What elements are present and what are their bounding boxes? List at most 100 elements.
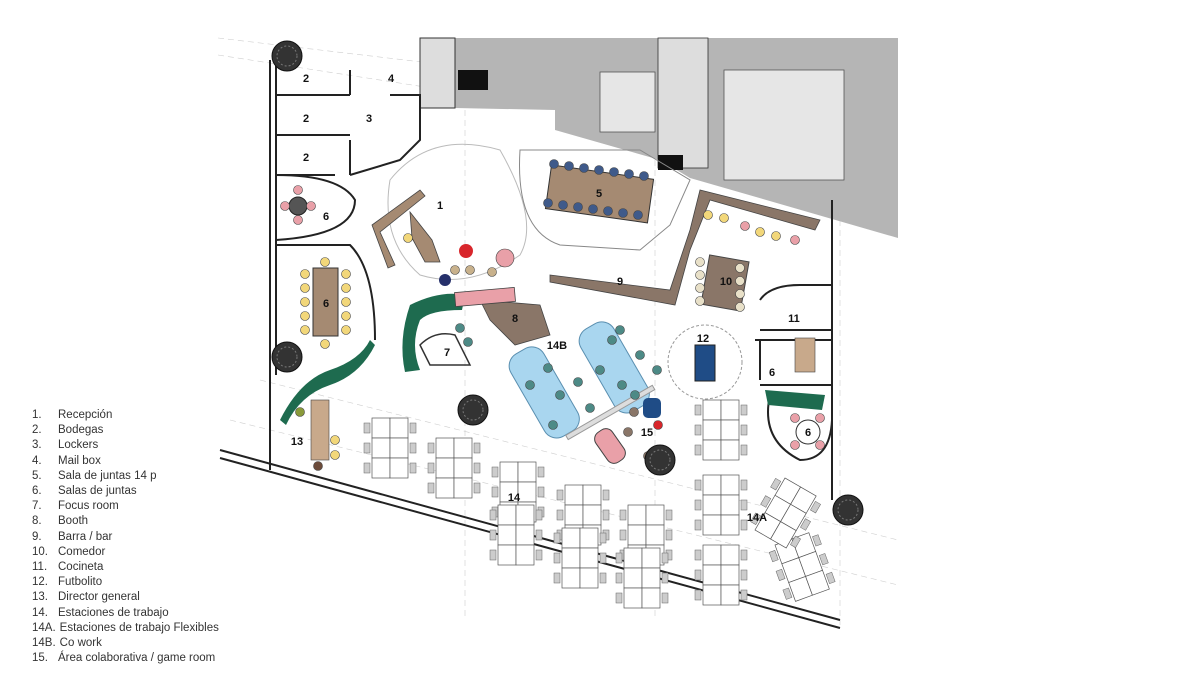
desk-chair bbox=[740, 424, 748, 436]
workstation-cluster bbox=[694, 544, 748, 606]
legend-label: Estaciones de trabajo Flexibles bbox=[59, 621, 219, 634]
game-chair bbox=[643, 398, 661, 418]
plan-label-10: 10 bbox=[720, 276, 732, 288]
legend-item: 12.Futbolito bbox=[32, 575, 219, 590]
desk-chair bbox=[770, 477, 782, 491]
chairs bbox=[280, 159, 825, 471]
desk-chair bbox=[535, 529, 543, 541]
chair bbox=[293, 185, 303, 195]
chair bbox=[300, 269, 310, 279]
chair bbox=[740, 221, 750, 231]
desk bbox=[641, 587, 661, 609]
legend-number: 5. bbox=[32, 469, 42, 482]
plan-label-9: 9 bbox=[617, 276, 623, 288]
bar-counter bbox=[549, 189, 821, 306]
workstation-cluster bbox=[750, 477, 821, 549]
chair bbox=[455, 323, 465, 333]
chair bbox=[652, 365, 662, 375]
tree-canopy bbox=[276, 346, 298, 368]
desk bbox=[702, 399, 722, 421]
chair bbox=[609, 167, 619, 177]
legend-item: 14B.Co work bbox=[32, 636, 219, 651]
chair bbox=[280, 201, 290, 211]
core-room bbox=[599, 71, 656, 133]
desk bbox=[515, 504, 535, 526]
desk bbox=[641, 547, 661, 569]
plan-label-14b: 14B bbox=[547, 340, 567, 352]
desk bbox=[623, 547, 643, 569]
desk bbox=[645, 524, 665, 546]
round-table bbox=[795, 419, 821, 445]
desk bbox=[561, 527, 581, 549]
desk-chair bbox=[409, 442, 417, 454]
legend-number: 14B. bbox=[32, 637, 56, 650]
desk bbox=[561, 547, 581, 569]
chair bbox=[585, 403, 595, 413]
pink-chair bbox=[495, 248, 515, 268]
legend-number: 2. bbox=[32, 424, 42, 437]
green-partition bbox=[765, 390, 825, 410]
chair bbox=[695, 257, 705, 267]
tree-canopy bbox=[276, 45, 298, 67]
chair bbox=[607, 335, 617, 345]
desk-chair bbox=[694, 519, 702, 531]
column bbox=[658, 155, 683, 170]
desk bbox=[453, 457, 473, 479]
chair bbox=[735, 276, 745, 286]
desk-chair bbox=[553, 552, 561, 564]
desk bbox=[435, 457, 455, 479]
chair bbox=[695, 296, 705, 306]
desk-chair bbox=[694, 549, 702, 561]
tree-icon bbox=[832, 494, 864, 526]
legend-number: 3. bbox=[32, 439, 42, 452]
desk-chair bbox=[363, 422, 371, 434]
desk-chair bbox=[363, 442, 371, 454]
legend-number: 12. bbox=[32, 576, 48, 589]
desk bbox=[720, 439, 740, 461]
desk-chair bbox=[782, 587, 793, 600]
round-table bbox=[288, 196, 308, 216]
green-partition bbox=[280, 340, 375, 425]
legend-number: 6. bbox=[32, 485, 42, 498]
chair bbox=[633, 210, 643, 220]
desk-chair bbox=[740, 444, 748, 456]
plan-label-6: 6 bbox=[323, 211, 329, 223]
legend-label: Estaciones de trabajo bbox=[58, 606, 169, 619]
chair bbox=[463, 337, 473, 347]
chair bbox=[735, 263, 745, 273]
futbolito-table bbox=[694, 344, 716, 382]
desk-chair bbox=[615, 572, 623, 584]
desk-chair bbox=[599, 532, 607, 544]
legend-item: 13.Director general bbox=[32, 590, 219, 605]
legend-label: Barra / bar bbox=[58, 530, 113, 543]
legend-label: Comedor bbox=[58, 545, 106, 558]
tree-icon bbox=[457, 394, 489, 426]
desk bbox=[582, 504, 602, 526]
chair bbox=[603, 206, 613, 216]
reception-area bbox=[387, 143, 528, 280]
desk-chair bbox=[427, 442, 435, 454]
tree-icon bbox=[271, 341, 303, 373]
chair bbox=[815, 440, 825, 450]
desk bbox=[564, 504, 584, 526]
desk-chair bbox=[619, 509, 627, 521]
legend-number: 1. bbox=[32, 409, 42, 421]
legend-item: 3.Lockers bbox=[32, 438, 219, 453]
desk-chair bbox=[553, 572, 561, 584]
tree-icon bbox=[644, 444, 676, 476]
cowork-table bbox=[508, 346, 580, 439]
desk-chair bbox=[602, 489, 610, 501]
desk bbox=[497, 504, 517, 526]
desk-chair bbox=[750, 512, 762, 525]
red-ottoman bbox=[459, 244, 473, 258]
chair bbox=[300, 311, 310, 321]
desk-chair bbox=[491, 486, 499, 498]
desk-chair bbox=[473, 482, 481, 494]
legend-item: 4.Mail box bbox=[32, 454, 219, 469]
chair bbox=[635, 350, 645, 360]
sofa bbox=[454, 286, 516, 308]
chair bbox=[695, 283, 705, 293]
plan-label-11: 11 bbox=[788, 313, 800, 325]
